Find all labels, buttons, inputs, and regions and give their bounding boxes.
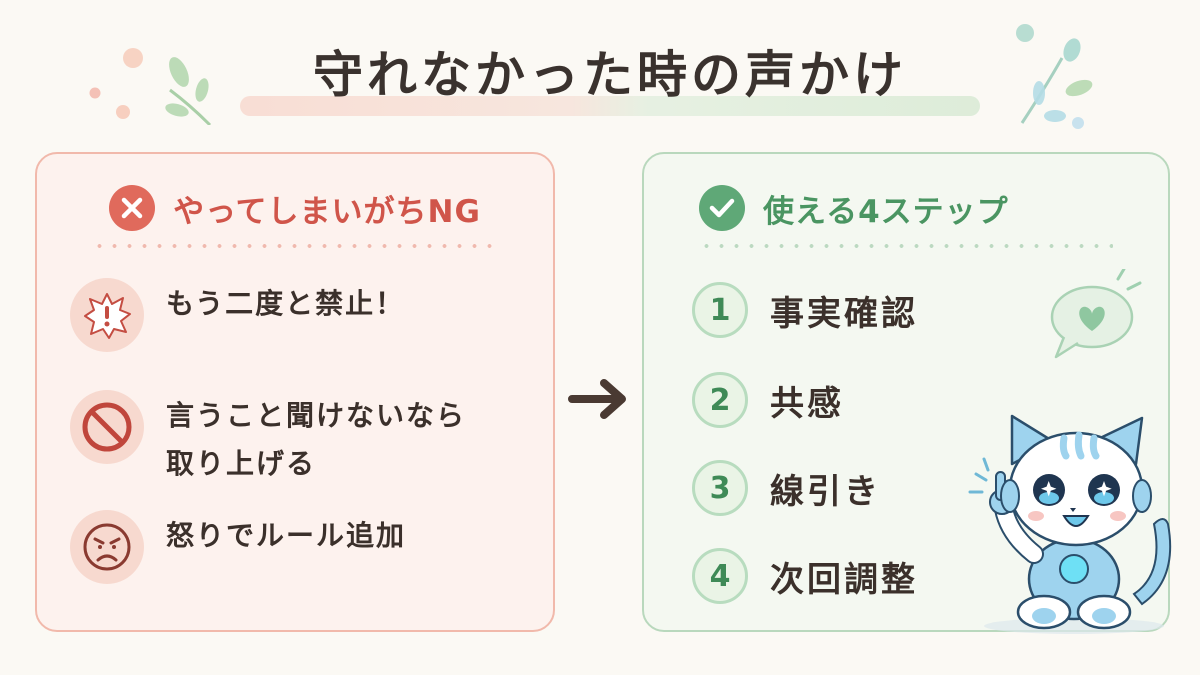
ok-card-header: 使える4ステップ [644, 182, 1168, 234]
page-title: 守れなかった時の声かけ [313, 46, 907, 104]
step-item: 1 事実確認 [692, 282, 918, 338]
heart-speech-bubble-icon [1050, 269, 1142, 359]
step-item: 3 線引き [692, 460, 881, 516]
check-circle-icon [699, 185, 745, 231]
prohibited-icon [70, 390, 144, 464]
right-arrow-icon [568, 379, 626, 419]
step-label: 次回調整 [770, 559, 918, 600]
title-underline [240, 96, 980, 116]
x-circle-icon [109, 185, 156, 231]
step-label: 共感 [770, 383, 844, 424]
ng-item: 言うこと聞けないなら 取り上げる [70, 390, 466, 488]
leaf-sprig-left-icon [89, 48, 212, 125]
ng-card-title: やってしまいがちNG [173, 193, 481, 230]
ng-card: やってしまいがちNG もう二度と禁止！ 言うこと聞けないなら 取り上げる [35, 152, 555, 632]
dotted-divider [92, 244, 498, 248]
step-number-badge: 2 [692, 372, 748, 428]
step-label: 線引き [770, 471, 881, 512]
step-number-badge: 4 [692, 548, 748, 604]
ng-item-text: 怒りでルール追加 [166, 519, 407, 552]
ng-item: もう二度と禁止！ [70, 278, 405, 352]
ng-item: 怒りでルール追加 [70, 510, 406, 584]
ng-card-header: やってしまいがちNG [37, 182, 553, 234]
ng-item-text: もう二度と禁止！ [166, 287, 406, 320]
step-item: 4 次回調整 [692, 548, 918, 604]
robot-cat-mascot [968, 414, 1172, 634]
step-label: 事実確認 [770, 293, 918, 334]
angry-face-icon [70, 510, 144, 584]
exclamation-burst-icon [70, 278, 144, 352]
step-number-badge: 3 [692, 460, 748, 516]
ok-card: 使える4ステップ 1 事実確認 2 共感 3 線引き 4 次回調整 [642, 152, 1172, 634]
ng-item-text: 言うこと聞けないなら 取り上げる [166, 399, 467, 480]
leaf-sprig-right-icon [1016, 24, 1093, 129]
dotted-divider [699, 244, 1113, 248]
title-banner: 守れなかった時の声かけ [230, 30, 990, 120]
ok-card-title: 使える4ステップ [763, 193, 1009, 230]
step-item: 2 共感 [692, 372, 844, 428]
step-number-badge: 1 [692, 282, 748, 338]
